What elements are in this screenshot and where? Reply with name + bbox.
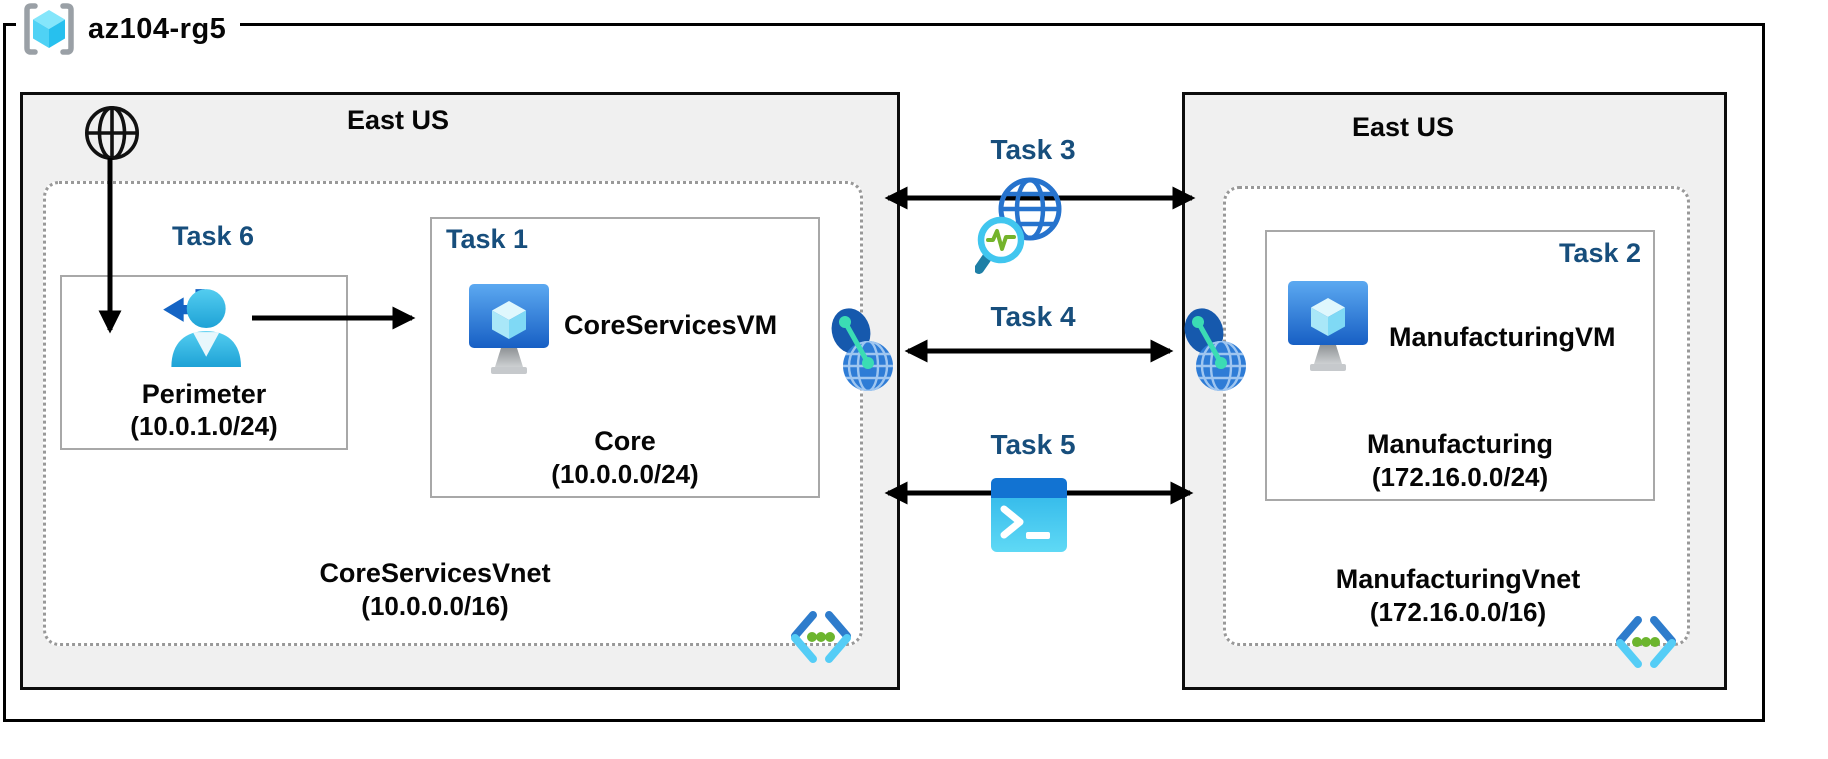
task1-box: Task 1 <box>430 217 820 498</box>
region-left-title: East US <box>346 105 450 135</box>
task2-box: Task 2 <box>1265 230 1655 501</box>
manufacturing-vm-name: ManufacturingVM <box>1389 322 1616 352</box>
perimeter-subnet-cidr: (10.0.1.0/24) <box>130 411 278 441</box>
cloud-shell-icon <box>990 477 1068 553</box>
manufacturing-subnet-cidr: (172.16.0.0/24) <box>1371 462 1549 492</box>
core-subnet-name: Core <box>594 426 656 456</box>
core-services-vnet-cidr: (10.0.0.0/16) <box>361 591 509 621</box>
region-left-east-us: East US Task 6 <box>20 92 900 690</box>
task3-label: Task 3 <box>990 134 1076 165</box>
task6-label: Task 6 <box>171 221 255 251</box>
network-watcher-icon <box>975 175 1065 277</box>
vm-icon <box>468 283 550 381</box>
internet-globe-icon <box>83 104 141 162</box>
core-services-vm-name: CoreServicesVM <box>564 310 778 340</box>
vnet-peering-icon <box>830 306 894 396</box>
region-right-east-us: East US Task 2 <box>1182 92 1727 690</box>
vnet-peering-icon <box>1183 306 1247 396</box>
task5-label: Task 5 <box>990 429 1076 460</box>
core-subnet-cidr: (10.0.0.0/24) <box>551 459 699 489</box>
manufacturing-subnet-name: Manufacturing <box>1367 429 1553 459</box>
vm-icon <box>1287 280 1369 378</box>
resource-group-icon <box>20 1 78 57</box>
resource-group-label: az104-rg5 <box>16 0 241 58</box>
core-services-vnet-label: CoreServicesVnet (10.0.0.0/16) <box>55 557 815 623</box>
vnet-icon <box>788 610 854 664</box>
vnet-icon <box>1613 615 1679 669</box>
manufacturing-vnet-label: ManufacturingVnet (172.16.0.0/16) <box>1240 563 1676 629</box>
manufacturing-vnet-cidr: (172.16.0.0/16) <box>1369 597 1547 627</box>
resource-group-name: az104-rg5 <box>88 12 227 45</box>
region-right-title: East US <box>1351 112 1455 142</box>
core-services-vnet-name: CoreServicesVnet <box>319 558 551 588</box>
guest-user-icon <box>155 283 241 369</box>
perimeter-subnet-box: Perimeter (10.0.1.0/24) <box>60 275 348 450</box>
perimeter-subnet-name: Perimeter <box>141 379 267 409</box>
task2-label: Task 2 <box>1558 238 1641 268</box>
task4-label: Task 4 <box>990 301 1076 332</box>
manufacturing-vnet-name: ManufacturingVnet <box>1335 564 1581 594</box>
task1-label: Task 1 <box>446 224 529 254</box>
